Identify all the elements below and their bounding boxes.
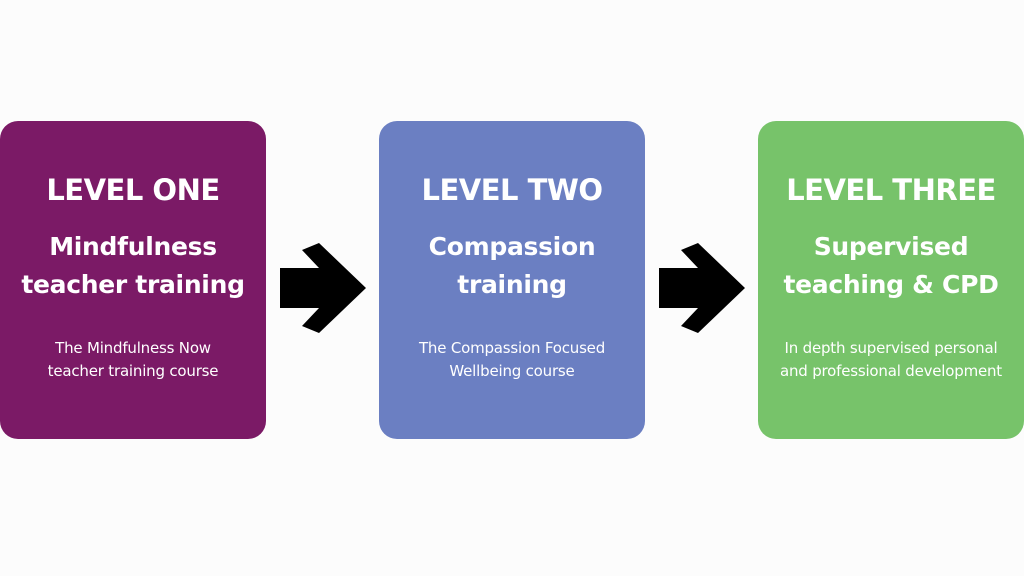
level-two-title: Compassion training xyxy=(387,228,637,304)
level-three-title-line-1: Supervised xyxy=(813,232,969,261)
level-three-heading: LEVEL THREE xyxy=(786,173,996,207)
arrow-2-shape xyxy=(659,243,745,333)
level-one-title-line-1: Mindfulness xyxy=(49,232,217,261)
level-three-title: Supervised teaching & CPD xyxy=(766,228,1016,304)
level-one-description-line-2: teacher training course xyxy=(47,362,219,380)
level-one-description: The Mindfulness Now teacher training cou… xyxy=(6,337,260,383)
level-one-card: LEVEL ONE Mindfulness teacher training T… xyxy=(0,121,266,439)
level-two-card: LEVEL TWO Compassion training The Compas… xyxy=(379,121,645,439)
level-two-title-line-1: Compassion xyxy=(428,232,596,261)
level-three-description: In depth supervised personal and profess… xyxy=(764,337,1018,383)
level-three-description-line-2: and professional development xyxy=(780,362,1002,380)
right-arrow-icon xyxy=(280,243,366,333)
level-one-heading: LEVEL ONE xyxy=(46,173,220,207)
level-three-title-line-2: teaching & CPD xyxy=(783,270,999,299)
level-one-title: Mindfulness teacher training xyxy=(8,228,258,304)
level-one-title-line-2: teacher training xyxy=(21,270,245,299)
level-three-description-line-1: In depth supervised personal xyxy=(784,339,998,357)
level-one-description-line-1: The Mindfulness Now xyxy=(55,339,211,357)
level-two-title-line-2: training xyxy=(457,270,567,299)
level-two-description: The Compassion Focused Wellbeing course xyxy=(385,337,639,383)
level-two-description-line-1: The Compassion Focused xyxy=(418,339,606,357)
level-two-heading: LEVEL TWO xyxy=(421,173,603,207)
arrow-1-shape xyxy=(280,243,366,333)
level-three-card: LEVEL THREE Supervised teaching & CPD In… xyxy=(758,121,1024,439)
level-two-description-line-2: Wellbeing course xyxy=(449,362,575,380)
right-arrow-icon xyxy=(659,243,745,333)
